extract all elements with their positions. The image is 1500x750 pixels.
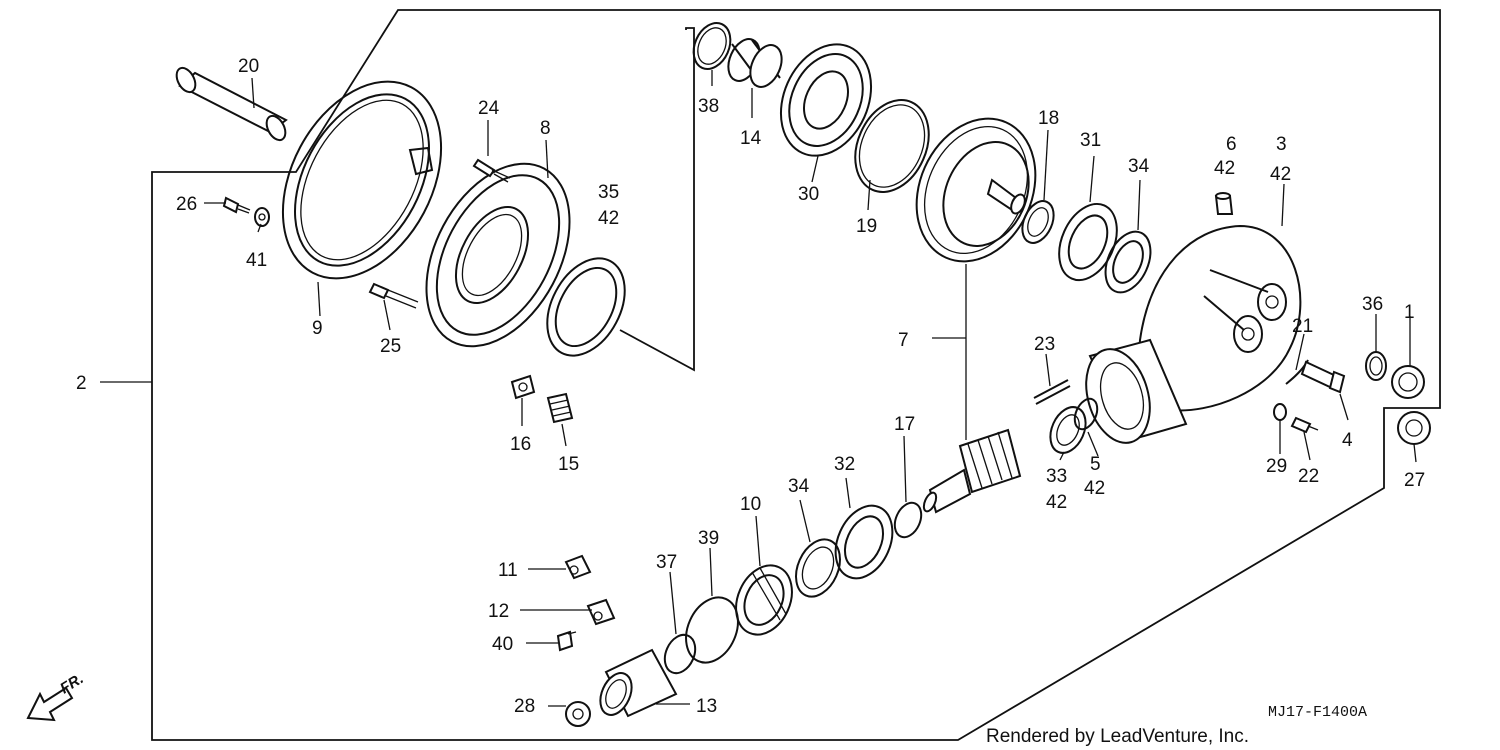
callout-40: 40 — [492, 634, 513, 655]
part-8-brake-plate — [425, 162, 571, 348]
callout-32: 32 — [834, 454, 855, 475]
part-29-washer — [1273, 403, 1287, 421]
part-38-snap-ring — [692, 22, 732, 70]
callout-38: 38 — [698, 96, 719, 117]
callout-22: 22 — [1298, 466, 1319, 487]
part-25-bolt — [368, 282, 419, 309]
part-5-o-ring — [1073, 397, 1099, 431]
callout-18: 18 — [1038, 108, 1059, 129]
callout-6: 6 — [1226, 134, 1237, 155]
part-34-lower-shim — [795, 538, 841, 598]
part-3-gear-case — [1085, 224, 1302, 444]
callout-17: 17 — [894, 414, 915, 435]
callout-19: 19 — [856, 216, 877, 237]
callout-31: 31 — [1080, 130, 1101, 151]
part-34-upper-seal — [1104, 230, 1152, 294]
callout-42-35: 42 — [598, 208, 619, 229]
part-6-cap — [1214, 192, 1234, 215]
part-32-bearing — [834, 504, 894, 580]
render-credit: Rendered by LeadVenture, Inc. — [986, 726, 1249, 747]
part-1-bolt — [1391, 365, 1425, 399]
callout-10: 10 — [740, 494, 761, 515]
part-30-bearing — [779, 43, 873, 157]
callout-14: 14 — [740, 128, 762, 149]
part-20-pin — [175, 66, 288, 142]
callout-36: 36 — [1362, 294, 1383, 315]
part-24-bolt — [472, 158, 511, 183]
callout-9: 9 — [312, 318, 323, 339]
leader-lines — [100, 70, 1417, 707]
callout-34a: 34 — [1128, 156, 1150, 177]
callout-1: 1 — [1404, 302, 1415, 323]
part-22-bolt — [1290, 416, 1319, 434]
callout-5: 5 — [1090, 454, 1101, 475]
callout-4: 4 — [1342, 430, 1353, 451]
callout-labels: 20 24 8 35 42 26 41 9 25 2 16 15 38 14 3… — [76, 56, 1425, 717]
part-13-joint — [599, 648, 678, 718]
part-16-nut — [510, 374, 536, 400]
callout-2: 2 — [76, 373, 87, 394]
part-33-bearing — [1049, 406, 1087, 454]
callout-39: 39 — [698, 528, 719, 549]
callout-33: 33 — [1046, 466, 1067, 487]
diagram-code: MJ17-F1400A — [1268, 704, 1367, 721]
part-4-stud — [1300, 360, 1346, 394]
part-37-o-ring — [663, 633, 697, 675]
callout-26: 26 — [176, 194, 197, 215]
part-9-shoe-ring — [281, 80, 443, 280]
part-28-nut — [565, 701, 591, 727]
part-40-bolt — [556, 630, 577, 652]
callout-15: 15 — [558, 454, 579, 475]
part-27-nut — [1397, 411, 1431, 445]
part-7-bracket — [932, 264, 967, 440]
callout-23: 23 — [1034, 334, 1055, 355]
callout-29: 29 — [1266, 456, 1287, 477]
callout-37: 37 — [656, 552, 677, 573]
callout-3: 3 — [1276, 134, 1287, 155]
part-7-pinion-gear — [922, 428, 1022, 514]
callout-35: 35 — [598, 182, 619, 203]
part-14-collar — [727, 38, 783, 88]
callout-11: 11 — [498, 560, 518, 581]
part-12-nut — [586, 598, 616, 626]
callout-8: 8 — [540, 118, 551, 139]
callout-30: 30 — [798, 184, 819, 205]
callout-12: 12 — [488, 601, 509, 622]
part-35-oil-seal — [546, 257, 626, 357]
callout-41: 41 — [246, 250, 267, 271]
part-15-insert — [546, 392, 574, 424]
callout-42-6: 42 — [1214, 158, 1235, 179]
part-41-washer — [254, 207, 270, 227]
part-23-stud — [1033, 379, 1071, 405]
part-10-nut — [735, 564, 793, 636]
callout-20: 20 — [238, 56, 259, 77]
callout-28: 28 — [514, 696, 535, 717]
part-31-bearing — [1058, 202, 1118, 282]
callout-25: 25 — [380, 336, 401, 357]
callout-42-33: 42 — [1046, 492, 1067, 513]
assembly-frame — [151, 9, 1441, 741]
callout-13: 13 — [696, 696, 717, 717]
part-26-bolt — [222, 196, 251, 214]
callout-42-5: 42 — [1084, 478, 1105, 499]
callout-34b: 34 — [788, 476, 810, 497]
callout-27: 27 — [1404, 470, 1425, 491]
callout-7: 7 — [898, 330, 909, 351]
callout-42-3: 42 — [1270, 164, 1291, 185]
part-18-shim — [1021, 200, 1055, 244]
part-7-ring-gear — [915, 117, 1037, 263]
part-36-washer — [1365, 351, 1387, 381]
front-direction-arrow: FR. — [26, 670, 87, 722]
part-39-o-ring — [685, 596, 739, 664]
subassembly-bracket — [619, 27, 695, 372]
callout-21: 21 — [1292, 316, 1313, 337]
callout-16: 16 — [510, 434, 531, 455]
part-19-shim — [854, 99, 930, 193]
callout-24: 24 — [478, 98, 500, 119]
part-17-snap-ring — [893, 501, 923, 539]
part-11-nut — [564, 554, 592, 580]
